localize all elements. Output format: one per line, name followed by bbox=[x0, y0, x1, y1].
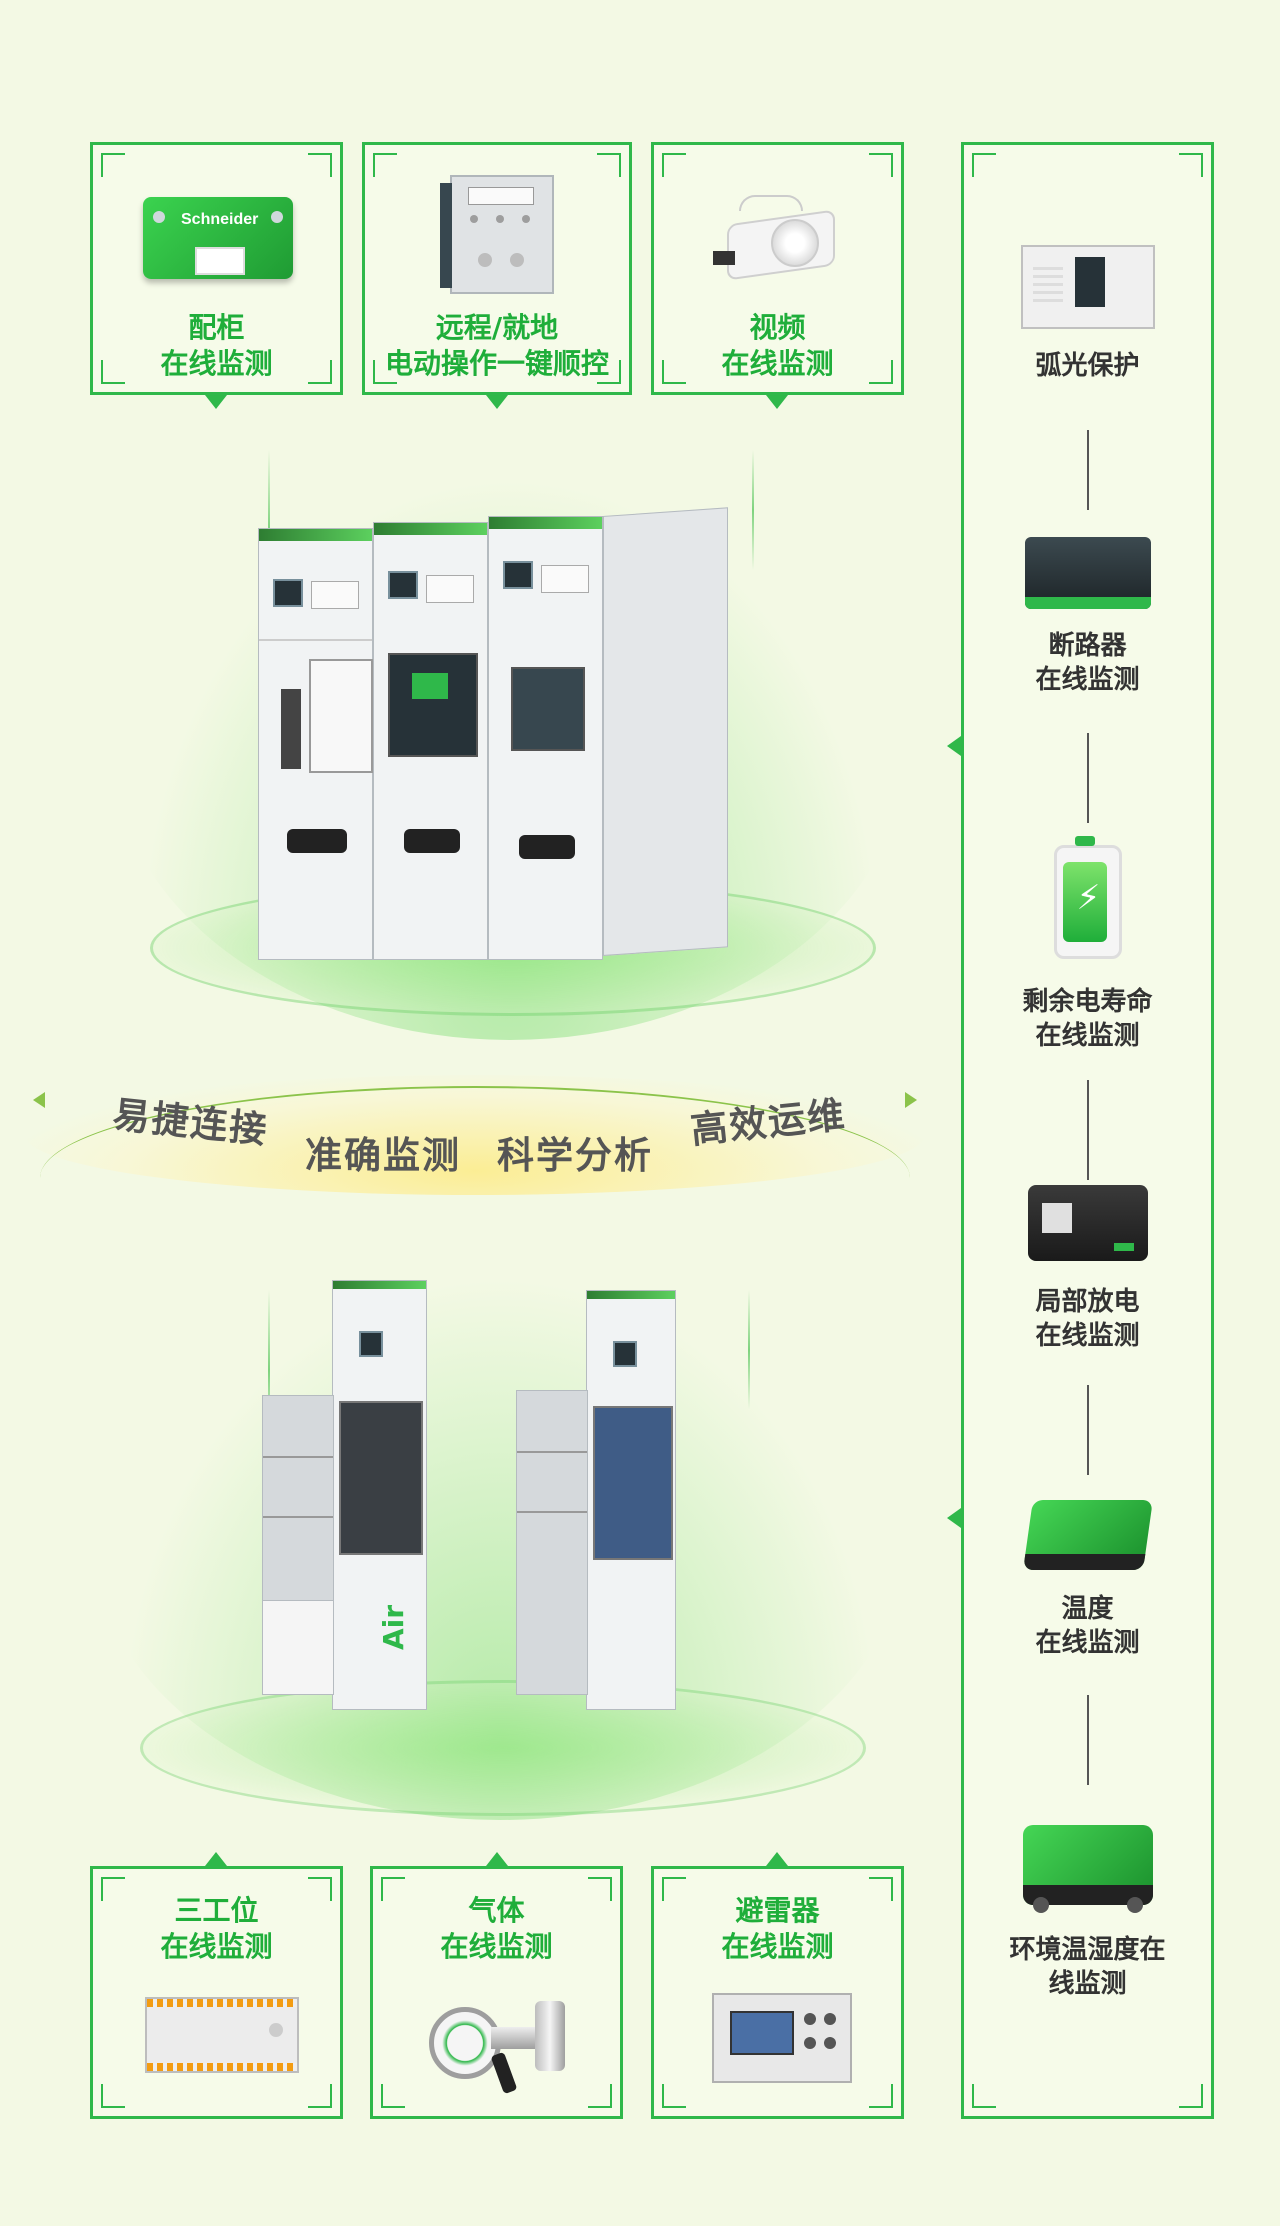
side-item-3: 局部放电在线监测 bbox=[964, 1185, 1211, 1353]
arrester-monitor-icon bbox=[712, 1993, 852, 2083]
bottom-card-0: 三工位在线监测 bbox=[90, 1866, 343, 2119]
side-divider bbox=[1086, 1385, 1089, 1475]
top-card-0-label: 配柜在线监测 bbox=[160, 311, 273, 380]
bottom-card-2: 避雷器在线监测 bbox=[651, 1866, 904, 2119]
pd-sensor-icon bbox=[1027, 1185, 1148, 1261]
side-item-4: 温度在线监测 bbox=[964, 1500, 1211, 1660]
switchgear-top bbox=[258, 507, 728, 960]
control-panel-icon bbox=[440, 175, 554, 294]
arc-relay-icon bbox=[1020, 245, 1155, 329]
schneider-sensor-icon: Schneider bbox=[143, 197, 293, 279]
side-panel-pointer-top bbox=[947, 736, 961, 756]
bottom-card-1-label: 气体在线监测 bbox=[440, 1894, 553, 1963]
top-card-2-label: 视频在线监测 bbox=[721, 311, 834, 380]
slogan-2: 科学分析 bbox=[497, 1134, 653, 1177]
top-card-0: Schneider 配柜在线监测 bbox=[90, 142, 343, 395]
side-panel: 弧光保护 断路器在线监测 ⚡ 剩余电寿命在线监测 局部放电在线监测 温度在线监测 bbox=[961, 142, 1214, 2119]
bottom-card-1-pointer bbox=[486, 1852, 508, 1866]
top-card-1-pointer bbox=[486, 395, 508, 409]
guide-line-left-bottom bbox=[268, 1290, 270, 1450]
air-cabinet-left: Air bbox=[262, 1280, 462, 1710]
air-text: Air bbox=[377, 1604, 411, 1651]
battery-icon: ⚡ bbox=[1053, 836, 1122, 959]
slogan-banner: 易捷连接 准确监测 科学分析 高效运维 bbox=[25, 1060, 925, 1210]
bottom-card-2-pointer bbox=[766, 1852, 788, 1866]
side-divider bbox=[1086, 733, 1089, 823]
air-cabinet-right bbox=[516, 1290, 716, 1710]
side-panel-pointer-bottom bbox=[947, 1508, 961, 1528]
bottom-ring bbox=[140, 1680, 866, 1816]
side-divider bbox=[1086, 1695, 1089, 1785]
side-item-0: 弧光保护 bbox=[964, 245, 1211, 383]
side-divider bbox=[1086, 1080, 1089, 1180]
top-card-1-label: 远程/就地电动操作一键顺控 bbox=[384, 311, 609, 380]
bottom-card-0-pointer bbox=[205, 1852, 227, 1866]
slogan-1: 准确监测 bbox=[305, 1134, 461, 1177]
camera-icon bbox=[709, 195, 849, 283]
side-item-5: 环境温湿度在线监测 bbox=[964, 1825, 1211, 2001]
breaker-sensor-icon bbox=[1024, 537, 1151, 609]
side-item-2: ⚡ 剩余电寿命在线监测 bbox=[964, 836, 1211, 1053]
bottom-card-0-label: 三工位在线监测 bbox=[160, 1894, 273, 1963]
top-card-2: 视频在线监测 bbox=[651, 142, 904, 395]
side-divider bbox=[1086, 430, 1089, 510]
bottom-card-1: 气体在线监测 bbox=[370, 1866, 623, 2119]
side-item-1: 断路器在线监测 bbox=[964, 537, 1211, 697]
top-card-1: 远程/就地电动操作一键顺控 bbox=[362, 142, 632, 395]
bottom-card-2-label: 避雷器在线监测 bbox=[721, 1894, 834, 1963]
guide-line-right-bottom bbox=[748, 1290, 750, 1410]
humidity-sensor-icon bbox=[1022, 1825, 1153, 1913]
brand-text: Schneider bbox=[181, 211, 259, 228]
din-module-icon bbox=[145, 1997, 299, 2073]
gas-gauge-icon bbox=[425, 1987, 575, 2097]
top-card-2-pointer bbox=[766, 395, 788, 409]
guide-line-right-top bbox=[752, 450, 754, 570]
top-card-0-pointer bbox=[205, 395, 227, 409]
temp-sensor-icon bbox=[1022, 1500, 1153, 1570]
